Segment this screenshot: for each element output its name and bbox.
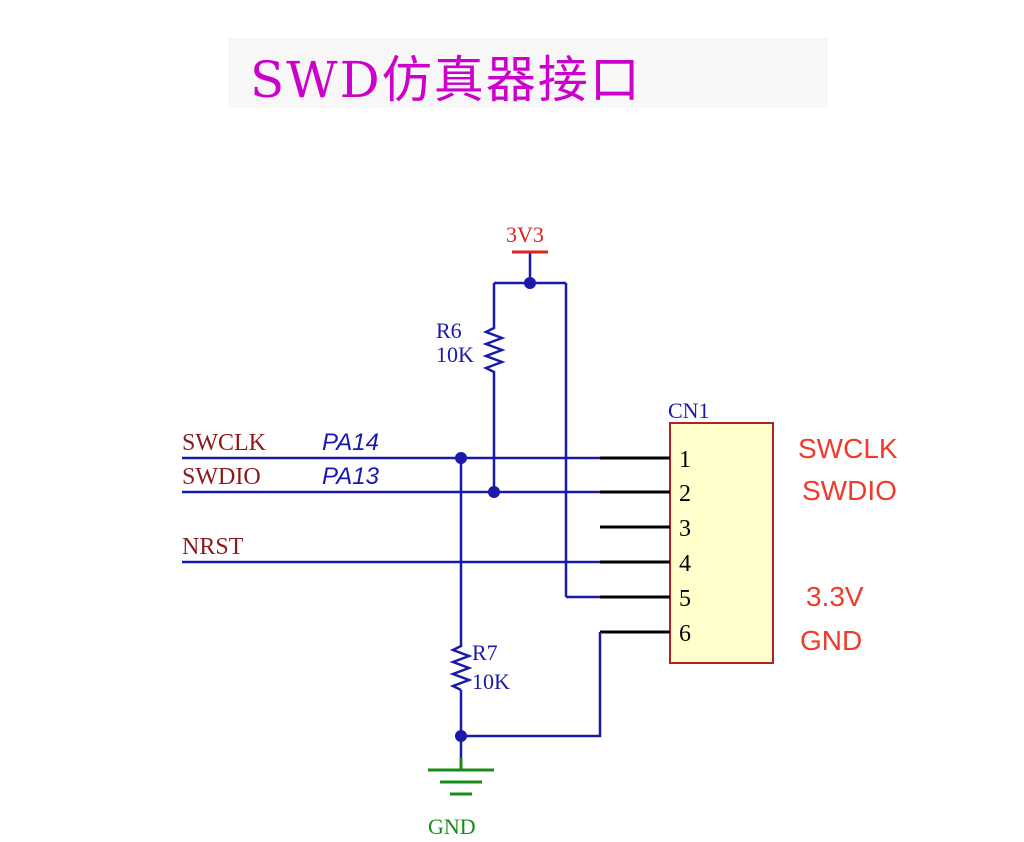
resistor-r7-symbol <box>449 636 473 692</box>
pin-note-swdio: SWDIO <box>802 475 897 506</box>
junction-gnd <box>455 730 467 742</box>
net-label-nrst: NRST <box>182 534 244 560</box>
resistor-r7-value: 10K <box>472 669 510 694</box>
wires <box>182 281 602 760</box>
pin-number-2: 2 <box>679 481 691 507</box>
pin-number-3: 3 <box>679 516 691 542</box>
pin-number-6: 6 <box>679 621 691 647</box>
ground-symbol <box>428 758 494 796</box>
title-background <box>228 38 828 108</box>
pin-number-4: 4 <box>679 551 691 577</box>
connector-pin-stubs <box>600 456 670 634</box>
pin-note-swclk: SWCLK <box>798 433 898 464</box>
pin-number-1: 1 <box>679 447 691 473</box>
port-label-pa13: PA13 <box>322 463 380 490</box>
junction-swdio <box>488 486 500 498</box>
diagram-title: SWD仿真器接口 <box>250 51 642 109</box>
net-label-swclk: SWCLK <box>182 430 267 456</box>
resistor-r6-ref: R6 <box>436 318 462 343</box>
junction-swclk <box>455 452 467 464</box>
wire-pin6-gnd <box>461 632 602 738</box>
connector-ref: CN1 <box>668 398 710 423</box>
ground-label: GND <box>428 814 476 839</box>
pin-note-3v3: 3.3V <box>806 581 864 612</box>
pin-note-gnd: GND <box>800 625 862 656</box>
connector-body <box>669 422 774 664</box>
pin-number-5: 5 <box>679 586 691 612</box>
net-label-swdio: SWDIO <box>182 464 261 490</box>
resistor-r6-symbol <box>482 318 506 378</box>
power-label: 3V3 <box>506 222 544 247</box>
resistor-r6-value: 10K <box>436 342 474 367</box>
resistor-r7-ref: R7 <box>472 640 498 665</box>
port-label-pa14: PA14 <box>322 429 379 456</box>
